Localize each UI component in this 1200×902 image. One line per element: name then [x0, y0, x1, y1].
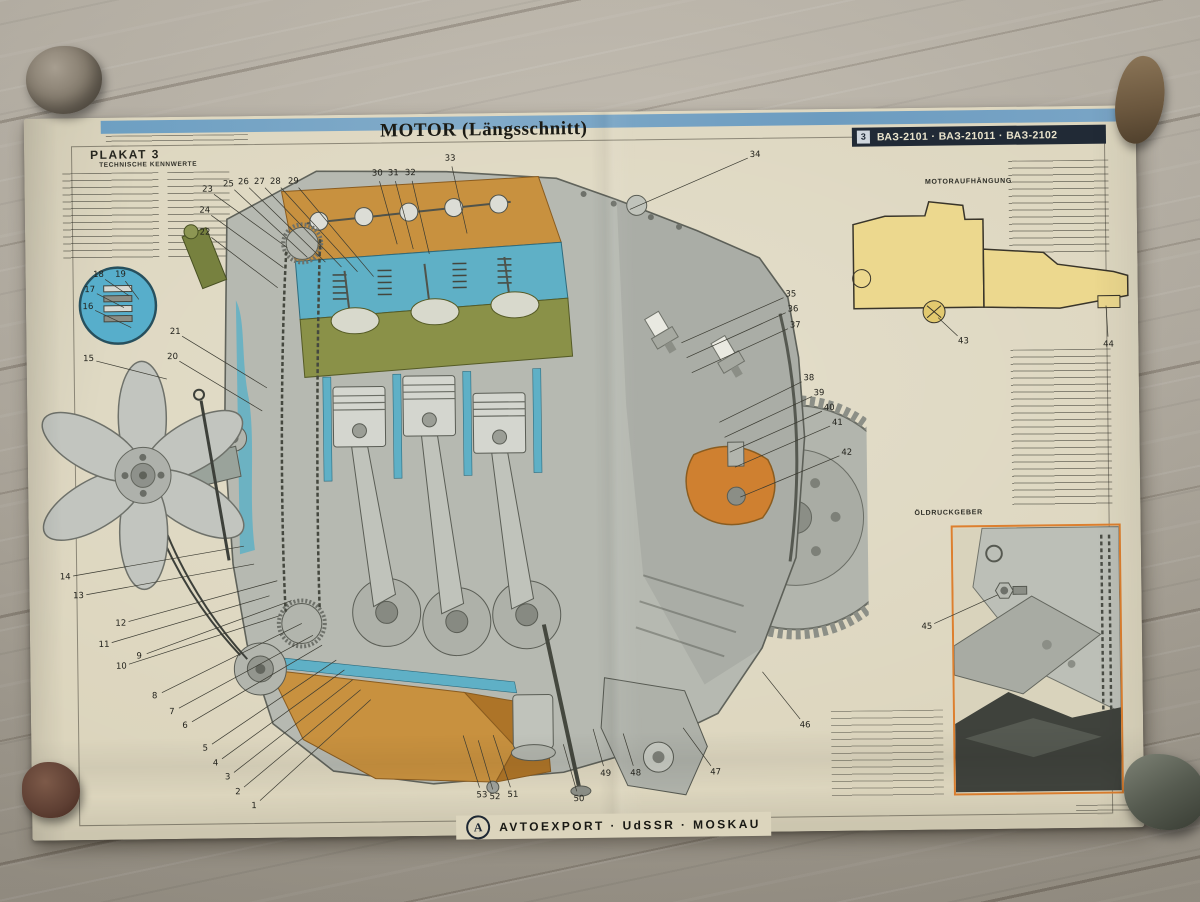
callout-number-11: 11 [98, 639, 110, 650]
print-reference [1076, 804, 1135, 816]
callout-number-43: 43 [957, 336, 969, 347]
callout-number-23: 23 [202, 184, 213, 195]
engine-mount-diagram [852, 200, 1129, 324]
callout-number-30: 30 [371, 168, 383, 179]
callout-number-24: 24 [199, 205, 211, 216]
publisher-text: AVTOEXPORT · UdSSR · MOSKAU [499, 816, 761, 835]
callout-number-48: 48 [630, 768, 642, 779]
oil-pressure-sensor-inset [950, 523, 1124, 796]
oil-sensor-heading: ÖLDRUCKGEBER [914, 509, 983, 517]
footnote-legend [830, 709, 944, 797]
callout-number-8: 8 [151, 691, 158, 702]
badge-models: ВАЗ-2101 · ВАЗ-21011 · ВАЗ-2102 [876, 128, 1058, 143]
callout-number-33: 33 [444, 153, 456, 164]
callout-number-34: 34 [749, 149, 761, 160]
callout-number-17: 17 [84, 284, 96, 296]
callout-number-4: 4 [212, 758, 219, 769]
callout-number-5: 5 [202, 743, 209, 754]
callout-number-53: 53 [476, 790, 488, 801]
stone-bottom-left [22, 762, 80, 818]
callout-number-3: 3 [224, 772, 231, 783]
timing-chain [280, 239, 322, 612]
stone-bottom-right [1124, 754, 1200, 830]
publisher-line: A AVTOEXPORT · UdSSR · MOSKAU [456, 811, 771, 840]
callout-number-10: 10 [115, 661, 127, 672]
publisher-micro-text [105, 134, 248, 146]
callout-number-42: 42 [841, 447, 853, 458]
callout-number-44: 44 [1102, 339, 1114, 350]
mount-section-heading: MOTORAUFHÄNGUNG [924, 177, 1012, 186]
callout-number-27: 27 [253, 176, 265, 188]
callout-number-28: 28 [269, 176, 281, 187]
callout-number-46: 46 [799, 720, 811, 731]
stone-top-left [26, 46, 102, 114]
avtoexport-logo: A [465, 815, 491, 840]
cylinder-walls [322, 368, 543, 482]
pistons [332, 375, 527, 454]
callout-number-45: 45 [921, 621, 933, 632]
oil-sensor-illustration [952, 526, 1122, 793]
callout-number-31: 31 [387, 168, 399, 179]
engine-poster: PLAKAT 3 MOTOR (Längsschnitt) 3 ВАЗ-2101… [23, 105, 1145, 841]
callout-number-6: 6 [182, 720, 188, 731]
callout-number-22: 22 [199, 227, 211, 238]
callout-number-21: 21 [169, 326, 181, 338]
callout-number-35: 35 [785, 289, 797, 300]
callout-number-51: 51 [507, 789, 519, 800]
callout-number-47: 47 [710, 767, 722, 778]
callout-number-39: 39 [813, 388, 825, 399]
spark-plug [644, 310, 679, 354]
callout-number-1: 1 [251, 801, 257, 812]
callout-number-41: 41 [831, 417, 843, 428]
callout-number-16: 16 [82, 301, 94, 313]
callout-number-13: 13 [72, 591, 84, 602]
callout-number-9: 9 [136, 651, 142, 662]
connecting-rods [351, 435, 535, 615]
model-badge: 3 ВАЗ-2101 · ВАЗ-21011 · ВАЗ-2102 [851, 124, 1107, 147]
callout-number-7: 7 [169, 707, 175, 718]
callout-number-52: 52 [489, 792, 501, 803]
callout-number-29: 29 [287, 176, 299, 187]
callout-number-40: 40 [823, 402, 835, 414]
callout-number-2: 2 [235, 787, 241, 798]
parts-legend-lower [1010, 348, 1113, 510]
engine-cutaway-illustration [41, 170, 872, 797]
callout-number-25: 25 [222, 179, 234, 190]
callout-number-18: 18 [93, 269, 105, 280]
callout-number-15: 15 [83, 353, 95, 365]
cooling-fan [41, 360, 245, 591]
callout-number-19: 19 [115, 269, 127, 280]
callout-number-14: 14 [59, 572, 71, 583]
callout-number-20: 20 [167, 351, 179, 363]
callout-number-37: 37 [789, 320, 801, 331]
callout-number-26: 26 [237, 177, 249, 188]
callout-number-49: 49 [600, 768, 612, 779]
callout-number-32: 32 [404, 168, 416, 179]
callout-number-12: 12 [115, 618, 127, 629]
callout-number-50: 50 [573, 794, 585, 805]
callout-number-38: 38 [803, 373, 815, 384]
callout-number-36: 36 [787, 304, 799, 315]
